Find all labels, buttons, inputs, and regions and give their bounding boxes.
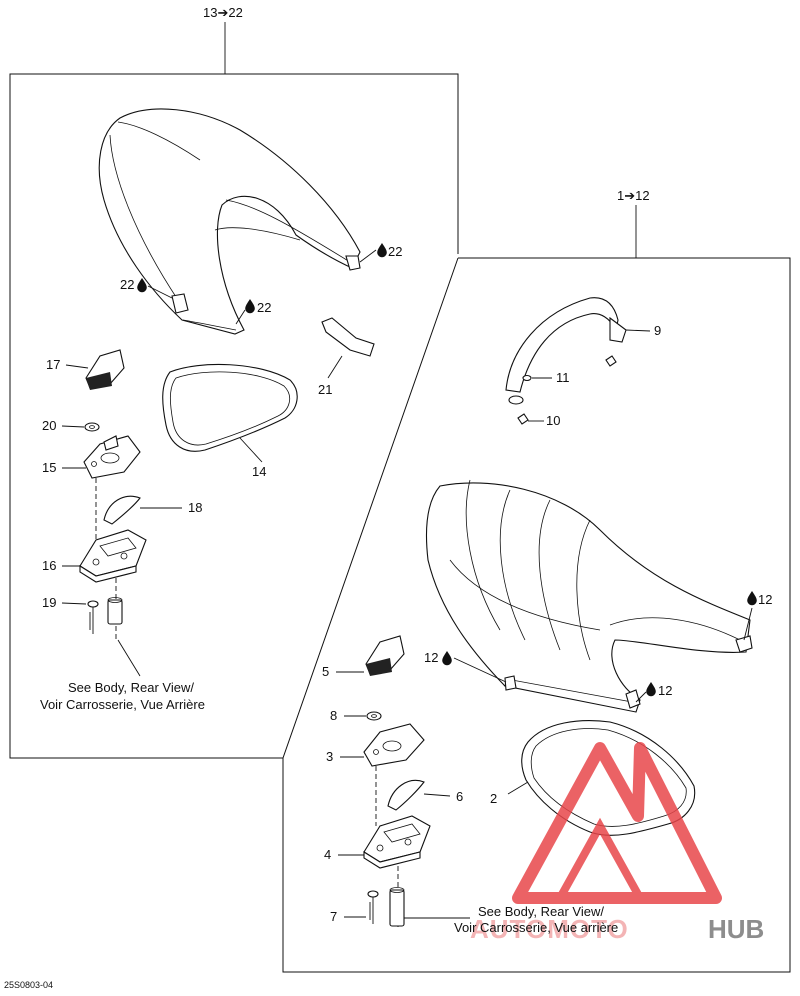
svg-text:18: 18 [188,500,202,515]
svg-text:20: 20 [42,418,56,433]
svg-text:17: 17 [46,357,60,372]
svg-text:14: 14 [252,464,266,479]
figure-code: 25S0803-04 [4,980,53,990]
left-frame [9,22,459,759]
insert-right [389,887,405,927]
callout-12-a: 12 [743,591,772,641]
watermark-text-grey: HUB [708,914,764,944]
part-20-washer: 20 [42,418,100,433]
svg-text:4: 4 [324,847,331,862]
note-right-line1: See Body, Rear View/ [478,904,604,919]
svg-text:8: 8 [330,708,337,723]
part-5-latch: 5 [322,635,405,679]
part-21-clip: 21 [318,317,375,397]
part-18-pad: 18 [103,495,202,525]
part-8-washer: 8 [330,708,382,723]
svg-text:9: 9 [654,323,661,338]
svg-text:7: 7 [330,909,337,924]
insert-left [107,597,123,625]
svg-text:22: 22 [388,244,402,259]
svg-text:10: 10 [546,413,560,428]
note-left-line1: See Body, Rear View/ [68,680,194,695]
part-3-plate: 3 [326,723,425,767]
part-7-rivet: 7 [330,890,379,924]
svg-text:6: 6 [456,789,463,804]
part-19-rivet: 19 [42,595,99,634]
svg-text:22: 22 [257,300,271,315]
automotohub-watermark: AUTOMOTO HUB [470,742,764,944]
svg-text:2: 2 [490,791,497,806]
drop-icon [747,591,757,606]
part-16-base: 16 [42,529,147,583]
note-right-line2: Voir Carrosserie, Vue arrière [454,920,618,935]
svg-text:15: 15 [42,460,56,475]
svg-text:21: 21 [318,382,332,397]
callout-22-c: 22 [235,299,271,325]
watermark-logo-icon [512,742,722,904]
svg-text:12: 12 [758,592,772,607]
svg-text:12: 12 [658,683,672,698]
front-seat-cover [425,479,753,713]
drop-icon [377,243,387,258]
svg-text:19: 19 [42,595,56,610]
drop-icon [646,682,656,697]
part-9-handle: 9 [505,297,661,405]
svg-text:22: 22 [120,277,134,292]
svg-text:16: 16 [42,558,56,573]
right-frame [282,205,791,973]
svg-text:12: 12 [424,650,438,665]
watermark-text-red: AUTOMOTO [470,914,629,944]
callout-22-a: 22 [359,243,402,263]
part-15-plate: 15 [42,435,141,479]
note-left-line2: Voir Carrosserie, Vue Arrière [40,697,205,712]
header-left: 13➔22 [203,5,243,20]
header-right: 1➔12 [617,188,650,203]
rear-seat-cover [98,108,361,335]
part-4-base: 4 [324,815,431,869]
svg-text:3: 3 [326,749,333,764]
drop-icon [245,299,255,314]
part-6-pad: 6 [387,780,463,811]
callout-22-b: 22 [120,277,173,299]
part-14-gasket: 14 [162,363,298,479]
callout-12-c: 12 [635,682,672,703]
part-17-latch: 17 [46,349,125,390]
callout-12-b: 12 [424,650,507,683]
drop-icon [442,651,452,666]
svg-text:11: 11 [556,370,570,385]
drop-icon [137,278,147,293]
part-10-screw: 10 [517,413,560,428]
svg-text:5: 5 [322,664,329,679]
part-2-gasket: 2 [490,720,696,836]
part-11-washer: 11 [522,370,570,385]
